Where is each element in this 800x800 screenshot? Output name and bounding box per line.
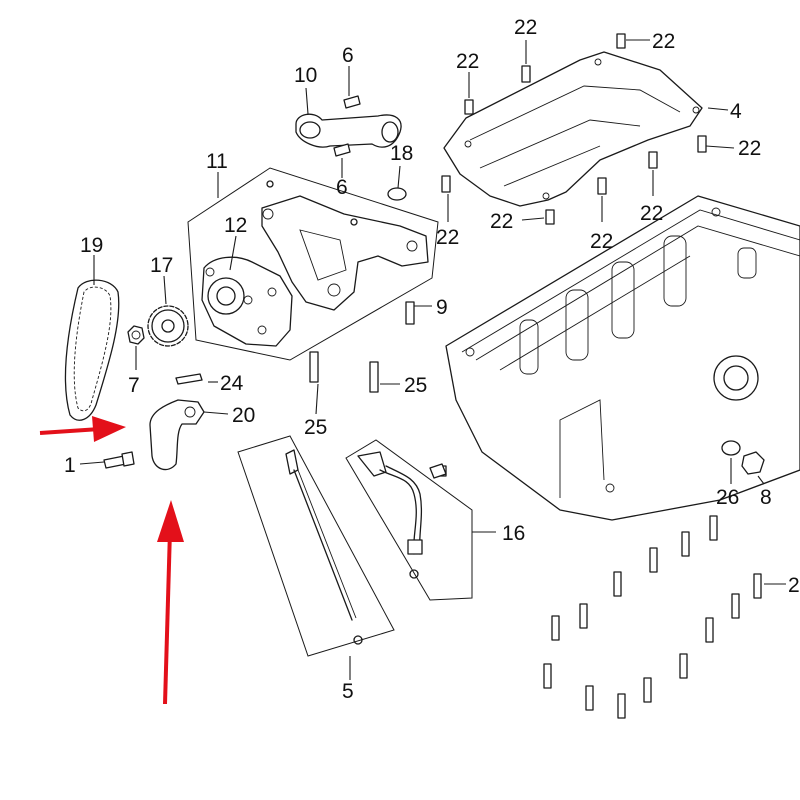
- callout-12: 12: [224, 214, 247, 237]
- red-arrow-horizontal: [39, 416, 126, 442]
- pipe-bolt-lower: [333, 143, 351, 157]
- callout-22-a: 22: [514, 16, 537, 39]
- drain-washer: [721, 440, 741, 456]
- oil-baffle-plate: [443, 51, 703, 207]
- callout-8: 8: [760, 486, 772, 509]
- callout-10: 10: [294, 64, 317, 87]
- callout-22-e: 22: [490, 210, 513, 233]
- callout-2-partial: 2: [788, 574, 800, 597]
- callout-7: 7: [128, 374, 140, 397]
- crank-sprocket: [147, 305, 189, 347]
- oil-pump-assembly-frame: [187, 167, 439, 361]
- drain-plug: [741, 451, 765, 475]
- callout-22-h: 22: [738, 137, 761, 160]
- oil-pump-housing: [261, 195, 429, 311]
- callout-16: 16: [502, 522, 525, 545]
- callout-17: 17: [150, 254, 173, 277]
- dipstick-tube: [357, 451, 447, 579]
- dowel: [266, 180, 274, 188]
- dipstick-tube-frame: [345, 439, 473, 601]
- callout-4: 4: [730, 100, 742, 123]
- oil-pump-body: [201, 256, 293, 347]
- timing-chain: [64, 279, 120, 421]
- callout-20: 20: [232, 404, 255, 427]
- callout-22-b: 22: [652, 30, 675, 53]
- callout-26: 26: [716, 486, 739, 509]
- nut: [127, 325, 145, 345]
- callout-1: 1: [64, 454, 76, 477]
- callout-6-upper: 6: [342, 44, 354, 67]
- callout-19: 19: [80, 234, 103, 257]
- red-arrow-vertical: [157, 500, 184, 705]
- callout-11: 11: [206, 150, 228, 173]
- callout-22-g: 22: [640, 202, 663, 225]
- dowel-pin: [175, 373, 203, 385]
- chain-tensioner: [149, 399, 205, 471]
- leader-lines: [79, 39, 786, 680]
- baffle-bolts: [441, 33, 707, 225]
- callout-25-right: 25: [404, 374, 427, 397]
- oil-pan: [445, 195, 800, 521]
- callout-25-left: 25: [304, 416, 327, 439]
- callout-22-f: 22: [590, 230, 613, 253]
- callout-6-lower: 6: [336, 176, 348, 199]
- dipstick-frame: [237, 435, 395, 657]
- dipstick: [285, 449, 363, 645]
- callout-22-c: 22: [456, 50, 479, 73]
- callout-18: 18: [390, 142, 413, 165]
- dowel: [350, 218, 358, 226]
- tensioner-bolt: [103, 451, 135, 469]
- pipe-bolt-upper: [343, 95, 361, 109]
- callout-9: 9: [436, 296, 448, 319]
- oil-pickup-pipe: [295, 113, 402, 148]
- callout-22-d: 22: [436, 226, 459, 249]
- callout-5: 5: [342, 680, 354, 703]
- callout-24: 24: [220, 372, 244, 395]
- o-ring: [387, 187, 407, 201]
